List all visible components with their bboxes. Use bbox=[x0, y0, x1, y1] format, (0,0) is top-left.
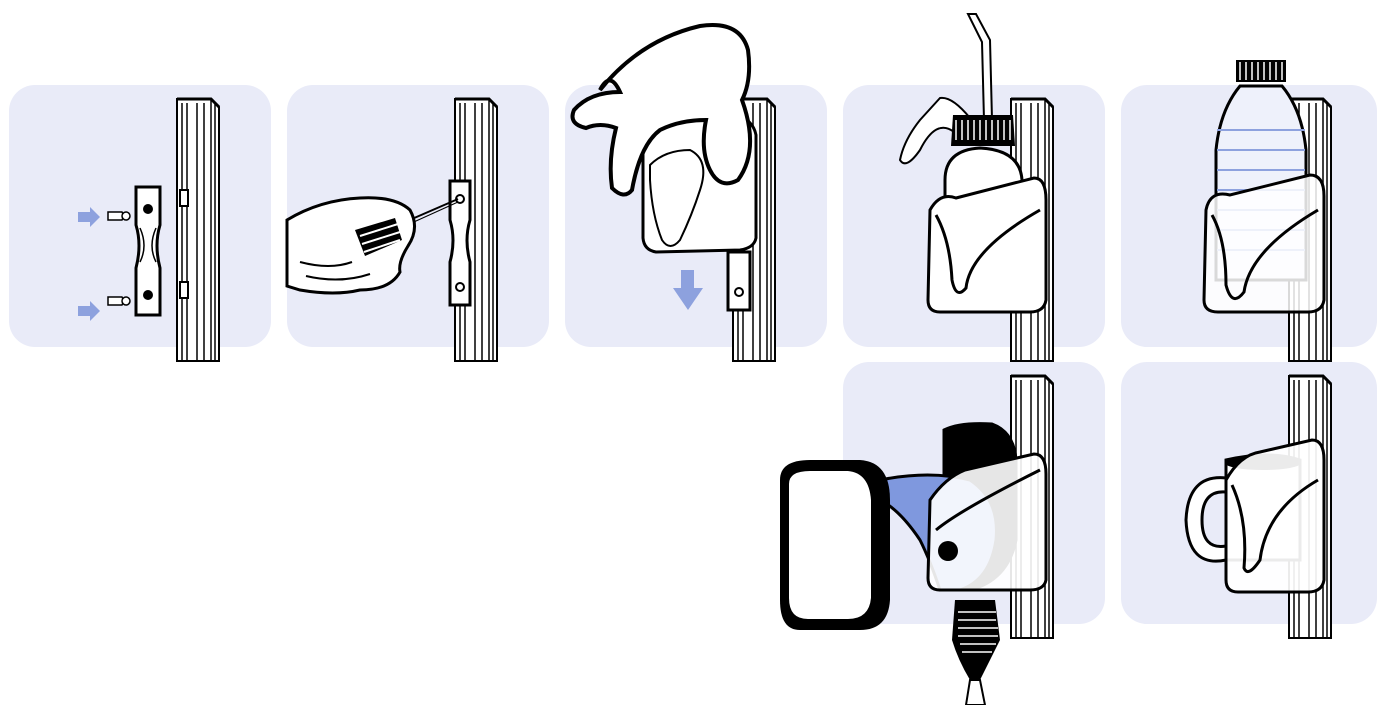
arrow-right-icon bbox=[78, 301, 100, 321]
arrow-right-icon bbox=[78, 207, 100, 227]
step-1-drawing bbox=[78, 99, 219, 361]
slot-nut-icon bbox=[180, 282, 188, 298]
holder-icon bbox=[1226, 440, 1324, 592]
slot-nut-icon bbox=[180, 190, 188, 206]
rail-icon bbox=[177, 99, 219, 361]
arrow-down-icon bbox=[673, 270, 703, 310]
step-5-drawing bbox=[1204, 60, 1331, 361]
holder-icon bbox=[928, 178, 1046, 312]
step-2-drawing bbox=[287, 99, 497, 361]
holder-icon bbox=[1204, 175, 1324, 312]
step-4-drawing bbox=[900, 14, 1053, 361]
step-7-drawing bbox=[1186, 376, 1331, 638]
screw-icon bbox=[108, 297, 130, 305]
mounting-plate-icon bbox=[728, 252, 750, 310]
screw-icon bbox=[108, 212, 130, 220]
step-3-drawing bbox=[573, 25, 776, 361]
step-6-drawing bbox=[780, 376, 1053, 705]
